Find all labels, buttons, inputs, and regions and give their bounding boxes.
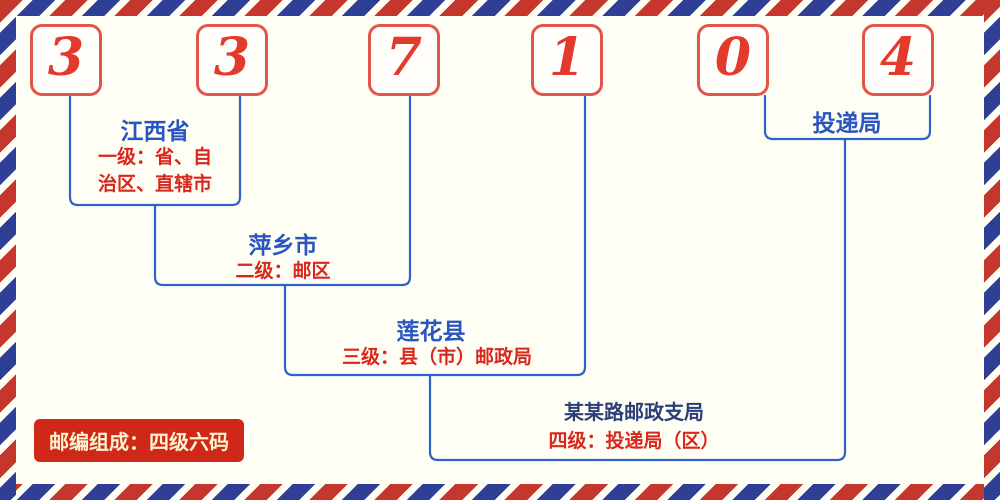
postal-code-composition-badge: 邮编组成：四级六码 <box>34 419 244 462</box>
digit-box-2: 3 <box>196 24 268 96</box>
digit-box-1: 3 <box>30 24 102 96</box>
level4-branch-label: 某某路邮政支局 <box>564 400 704 424</box>
digit-box-3: 7 <box>368 24 440 96</box>
level4-description: 四级：投递局（区） <box>548 430 720 452</box>
delivery-office-label: 投递局 <box>812 111 882 137</box>
digit-box-5: 0 <box>697 24 769 96</box>
digit-box-6: 4 <box>862 24 934 96</box>
airmail-border-top <box>0 0 1000 16</box>
level3-region-label: 莲花县 <box>396 319 466 345</box>
level2-description: 二级：邮区 <box>235 260 331 282</box>
airmail-border-right <box>984 0 1000 500</box>
level1-description: 一级：省、自 治区、直辖市 <box>97 146 213 195</box>
airmail-border-left <box>0 0 16 500</box>
level1-region-label: 江西省 <box>120 119 190 145</box>
airmail-border-bottom <box>0 484 1000 500</box>
digit-box-4: 1 <box>531 24 603 96</box>
level3-description: 三级：县（市）邮政局 <box>341 346 533 368</box>
level2-region-label: 萍乡市 <box>248 233 318 259</box>
